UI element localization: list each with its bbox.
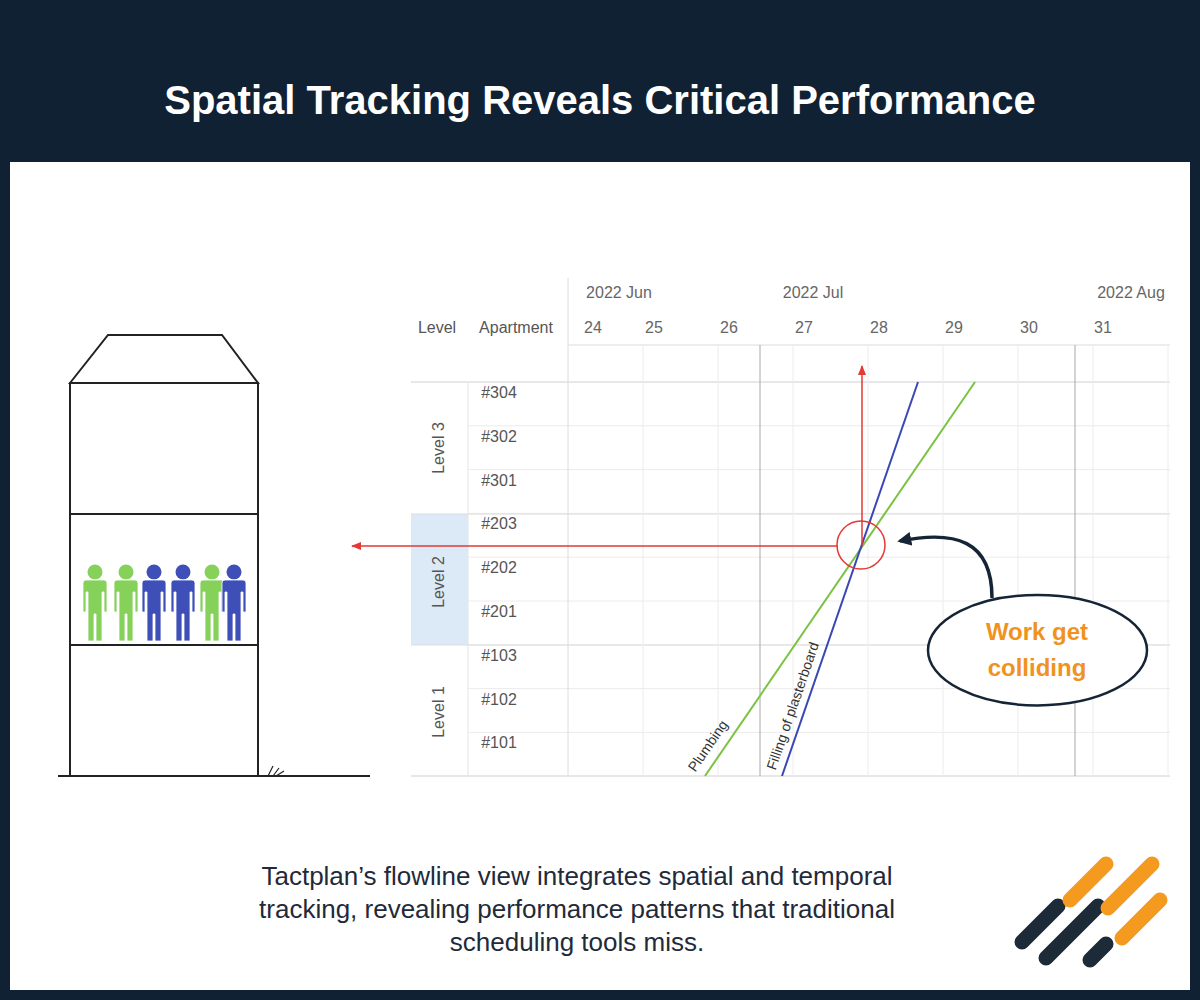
header-label: 27 bbox=[795, 318, 813, 337]
level-label: Level 1 bbox=[429, 686, 448, 738]
grid-line bbox=[411, 382, 1170, 383]
grid-line bbox=[1168, 345, 1169, 776]
collision-markers bbox=[352, 366, 992, 598]
header-label: 26 bbox=[720, 318, 738, 337]
grid-line bbox=[468, 425, 1170, 426]
header-label: 2022 Aug bbox=[1097, 283, 1165, 302]
worker-figure bbox=[83, 565, 107, 642]
header-label: 2022 Jul bbox=[783, 283, 844, 302]
header-label: 2022 Jun bbox=[586, 283, 652, 302]
level-label: Level 3 bbox=[429, 422, 448, 474]
title: Spatial Tracking Reveals Critical Perfor… bbox=[0, 76, 1200, 124]
header-label: Level bbox=[418, 318, 456, 337]
grid-line bbox=[1093, 345, 1094, 776]
header-label: 30 bbox=[1020, 318, 1038, 337]
white-panel bbox=[10, 162, 1190, 990]
grid-line bbox=[1075, 345, 1076, 776]
logo bbox=[1022, 864, 1160, 960]
grid-line bbox=[718, 345, 719, 776]
header-label: 25 bbox=[645, 318, 663, 337]
apartment-label: #103 bbox=[481, 646, 517, 665]
header-label: Apartment bbox=[479, 318, 553, 337]
worker-figure bbox=[171, 565, 195, 642]
flowline bbox=[782, 382, 918, 776]
callout-text: Work get colliding bbox=[967, 614, 1107, 686]
flowline bbox=[705, 382, 975, 776]
apartment-label: #202 bbox=[481, 558, 517, 577]
grid-line bbox=[568, 345, 1170, 346]
header-label: 29 bbox=[945, 318, 963, 337]
ellipse-outline bbox=[926, 593, 1149, 707]
grid-line bbox=[411, 776, 1170, 777]
grid-line bbox=[643, 345, 644, 776]
grid-line bbox=[468, 382, 469, 776]
grid-line bbox=[760, 345, 761, 776]
grid-line bbox=[943, 345, 944, 776]
apartment-label: #304 bbox=[481, 383, 517, 402]
apartment-label: #302 bbox=[481, 427, 517, 446]
grid-line bbox=[468, 732, 1170, 733]
header-label: 24 bbox=[584, 318, 602, 337]
apartment-label: #203 bbox=[481, 514, 517, 533]
grid-line bbox=[568, 278, 569, 776]
worker-figure bbox=[222, 565, 246, 642]
grid-line bbox=[868, 345, 869, 776]
grid-line bbox=[468, 469, 1170, 470]
chart-grid bbox=[411, 278, 1170, 776]
header-label: 31 bbox=[1094, 318, 1112, 337]
apartment-label: #101 bbox=[481, 733, 517, 752]
apartment-label: #201 bbox=[481, 602, 517, 621]
flowlines bbox=[705, 382, 975, 776]
apartment-label: #301 bbox=[481, 471, 517, 490]
header-label: 28 bbox=[870, 318, 888, 337]
workers bbox=[83, 565, 246, 642]
worker-figure bbox=[142, 565, 166, 642]
level-highlight bbox=[411, 514, 468, 645]
apartment-label: #102 bbox=[481, 690, 517, 709]
callout-ellipse: Work get colliding bbox=[926, 593, 1149, 707]
level-label: Level 2 bbox=[429, 556, 448, 608]
worker-figure bbox=[114, 565, 138, 642]
grid-line bbox=[1018, 345, 1019, 776]
worker-figure bbox=[200, 565, 224, 642]
grid-line bbox=[411, 514, 1170, 515]
caption: Tactplan’s flowline view integrates spat… bbox=[222, 860, 932, 959]
building-illustration bbox=[58, 335, 370, 776]
grid-line bbox=[468, 557, 1170, 558]
